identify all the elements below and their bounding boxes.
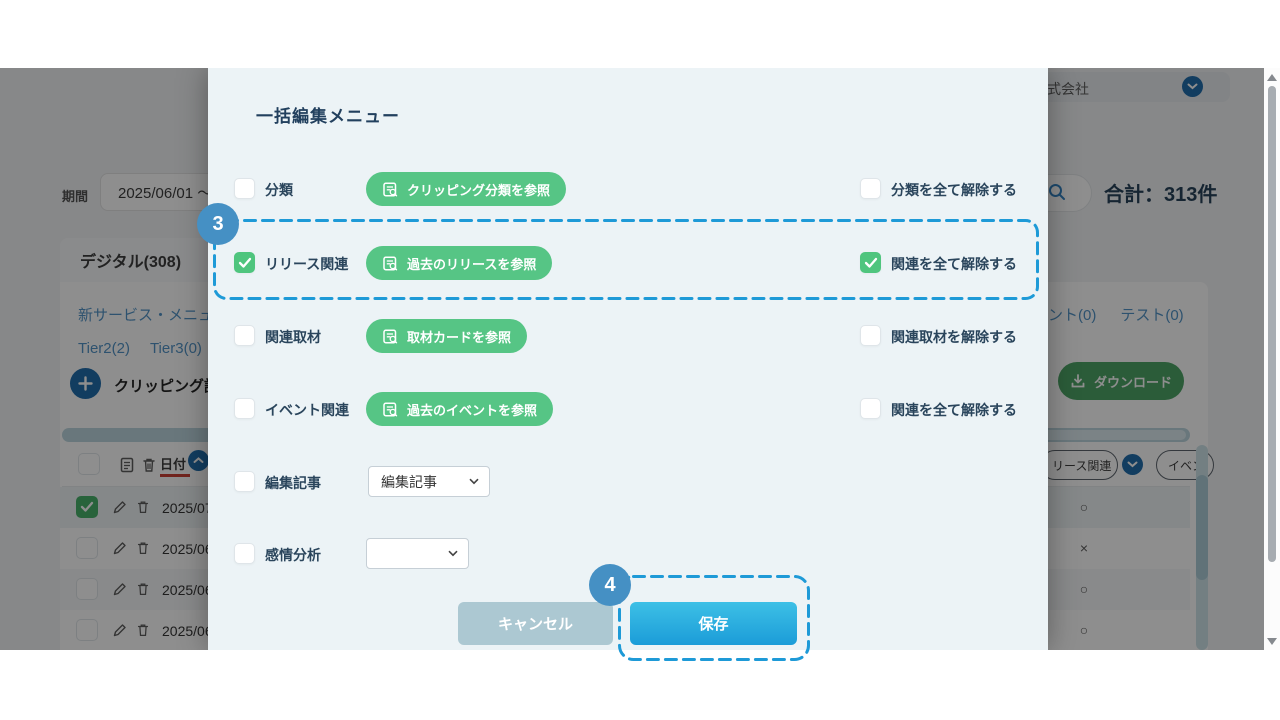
chevron-down-icon (448, 550, 458, 557)
save-button[interactable]: 保存 (630, 602, 797, 645)
edit-pencil-icon[interactable] (112, 540, 128, 556)
row-label: 分類 (265, 182, 293, 198)
modal-row-interview: 関連取材 取材カードを参照 関連取材を解除する (208, 318, 1048, 354)
classification-checkbox[interactable] (234, 178, 255, 199)
release-mark: × (1079, 540, 1089, 556)
download-icon (1071, 374, 1085, 388)
scroll-down-icon[interactable] (1267, 638, 1277, 645)
bulk-edit-modal: 一括編集メニュー 分類 クリッピング分類を参照 分類を全て解除する リリース関連… (208, 68, 1048, 650)
browse-clipping-categories-button[interactable]: クリッピング分類を参照 (366, 172, 567, 206)
modal-row-edit-article: 編集記事 編集記事 (208, 464, 1048, 500)
magnifier-icon[interactable] (1046, 181, 1068, 203)
clipboard-icon[interactable] (118, 456, 136, 474)
trash-icon[interactable] (135, 540, 151, 556)
edit-article-checkbox[interactable] (234, 471, 255, 492)
browse-past-releases-button[interactable]: 過去のリリースを参照 (366, 246, 553, 280)
list-search-icon (383, 328, 398, 344)
app-page: 式会社 期間 2025/06/01 ～ 2 合計：313件 デジタル(308) … (0, 68, 1264, 650)
list-search-icon (383, 181, 398, 197)
modal-row-sentiment: 感情分析 (208, 536, 1048, 572)
release-mark: ○ (1079, 581, 1089, 597)
release-mark: ○ (1079, 622, 1089, 638)
clear-all-relations-checkbox[interactable] (860, 252, 881, 273)
download-button[interactable]: ダウンロード (1058, 362, 1184, 400)
right-label: 関連を全て解除する (891, 402, 1017, 418)
add-clipping-label: クリッピング記事 (114, 378, 235, 395)
trash-icon[interactable] (135, 581, 151, 597)
link-tier2[interactable]: Tier2(2) (78, 340, 130, 357)
list-search-icon (383, 401, 398, 417)
row-label: リリース関連 (265, 256, 349, 272)
modal-title: 一括編集メニュー (256, 107, 400, 126)
company-select-value: 式会社 (1047, 81, 1089, 97)
period-value: 2025/06/01 ～ 2 (118, 184, 225, 202)
sentiment-checkbox[interactable] (234, 543, 255, 564)
link-event-count[interactable]: ント(0) (1048, 307, 1097, 324)
step4-badge: 4 (589, 564, 631, 606)
sentiment-select[interactable] (366, 538, 469, 569)
row-checkbox[interactable] (76, 537, 98, 559)
scrollbar-thumb[interactable] (1196, 475, 1208, 580)
edit-article-select[interactable]: 編集記事 (368, 466, 490, 497)
edit-pencil-icon[interactable] (112, 581, 128, 597)
row-label: イベント関連 (265, 402, 349, 418)
modal-row-classification: 分類 クリッピング分類を参照 分類を全て解除する (208, 171, 1048, 207)
browse-interview-cards-button[interactable]: 取材カードを参照 (366, 319, 528, 353)
link-tier3[interactable]: Tier3(0) (149, 340, 202, 357)
tab-digital[interactable]: デジタル(308) (60, 238, 208, 282)
right-links: ント(0) テスト(0) (1048, 304, 1184, 325)
row-date: 2025/06 (162, 623, 213, 639)
row-label: 編集記事 (265, 475, 321, 491)
table-vertical-scrollbar[interactable] (1196, 445, 1208, 650)
row-checkbox[interactable] (76, 578, 98, 600)
add-clipping-button[interactable] (70, 368, 101, 399)
chevron-down-icon (469, 478, 479, 485)
release-filter-chevron-icon[interactable] (1122, 454, 1143, 475)
chevron-down-icon[interactable] (1182, 76, 1203, 97)
link-test-count[interactable]: テスト(0) (1120, 307, 1184, 324)
cancel-button[interactable]: キャンセル (458, 602, 613, 645)
interview-checkbox[interactable] (234, 325, 255, 346)
browse-past-events-button[interactable]: 過去のイベントを参照 (366, 392, 554, 426)
event-checkbox[interactable] (234, 398, 255, 419)
trash-icon[interactable] (135, 622, 151, 638)
modal-row-event: イベント関連 過去のイベントを参照 関連を全て解除する (208, 391, 1048, 427)
row-date: 2025/06 (162, 582, 213, 598)
trash-icon[interactable] (140, 456, 158, 474)
step3-badge: 3 (197, 203, 239, 245)
period-label: 期間 (62, 189, 89, 204)
row-checkbox[interactable] (76, 496, 98, 518)
edit-pencil-icon[interactable] (112, 499, 128, 515)
step3-highlight-box (213, 219, 1039, 300)
clear-all-classification-checkbox[interactable] (860, 178, 881, 199)
select-all-checkbox[interactable] (78, 453, 100, 475)
release-mark: ○ (1079, 499, 1089, 515)
browser-scrollbar[interactable] (1264, 68, 1280, 650)
date-sort-underline (160, 474, 190, 477)
trash-icon[interactable] (135, 499, 151, 515)
right-label: 分類を全て解除する (891, 182, 1017, 198)
release-filter-select[interactable]: リース関連 (1040, 450, 1118, 480)
clear-event-relations-checkbox[interactable] (860, 398, 881, 419)
row-date: 2025/06 (162, 541, 213, 557)
step4-highlight-box (618, 575, 810, 661)
link-new-service[interactable]: 新サービス・メニュー (78, 307, 229, 324)
clear-interview-checkbox[interactable] (860, 325, 881, 346)
row-label: 関連取材 (265, 329, 321, 345)
row-date: 2025/07 (162, 500, 213, 516)
row-label: 感情分析 (265, 547, 321, 563)
modal-row-release: リリース関連 過去のリリースを参照 関連を全て解除する (208, 245, 1048, 281)
scrollbar-thumb[interactable] (1268, 86, 1276, 562)
total-count: 合計：313件 (1104, 184, 1218, 206)
release-checkbox[interactable] (234, 252, 255, 273)
list-search-icon (383, 255, 398, 271)
sort-ascending-icon[interactable] (188, 450, 209, 471)
date-column-header[interactable]: 日付 (160, 457, 187, 472)
right-label: 関連を全て解除する (891, 256, 1017, 272)
row-checkbox[interactable] (76, 619, 98, 641)
right-label: 関連取材を解除する (891, 329, 1017, 345)
edit-pencil-icon[interactable] (112, 622, 128, 638)
scroll-up-icon[interactable] (1267, 74, 1277, 81)
